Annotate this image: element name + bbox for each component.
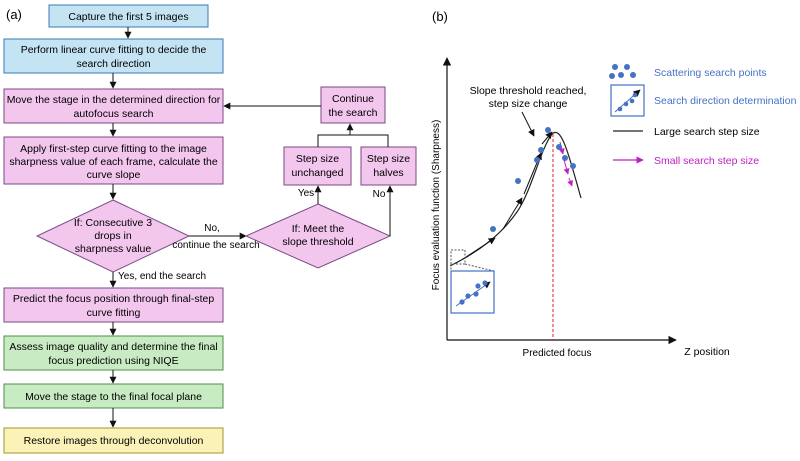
arrow-unchanged-continue [317,123,354,147]
legend-direction-label: Search direction determination [654,95,797,107]
legend-large-step-label: Large search step size [654,126,760,138]
step-size-unchanged: Step size unchanged [283,146,352,186]
edge-no: No, [204,223,220,234]
step-linear-fit-line-2: search direction [76,58,150,70]
legend-scatter-icon [609,64,636,79]
legend-direction-icon [610,84,645,117]
step-assess-quality: Assess image quality and determine the f… [3,335,224,371]
y-axis-label: Focus evaluation function (Sharpness) [431,120,442,291]
sharpness-curve [449,131,582,267]
step-continue-search: Continue the search [320,86,386,124]
step-restore-text: Restore images through deconvolution [24,435,204,447]
arrow-halves-continue [350,134,389,147]
x-axis-label: Z position [684,346,730,358]
step-move-stage-line-1: Move the stage in the determined directi… [7,94,221,106]
step-halves-line-2: halves [373,167,403,179]
legend-small-step-label: Small search step size [654,155,759,167]
search-point [538,147,544,153]
step-predict-focus: Predict the focus position through final… [3,287,224,323]
decision-drops-line-2: drops in [94,230,132,242]
search-point [490,226,496,232]
edge-no-halves: No [373,189,386,200]
annotation-line-2: step size change [489,98,568,110]
annotation-arrow [521,111,535,137]
step-first-fit-line-2: sharpness value of each frame, calculate… [9,156,218,168]
large-step-arrow-1 [462,237,496,260]
large-step-arrow-2 [502,197,523,230]
step-assess-line-1: Assess image quality and determine the f… [9,341,217,353]
continue-line-2: the search [328,107,377,119]
panel-b-label: (b) [432,9,448,24]
legend-scatter-label: Scattering search points [654,67,767,79]
small-step-arrow-2 [563,159,570,175]
step-halves-line-1: Step size [367,153,410,165]
search-point [545,127,551,133]
step-first-step-fit: Apply first-step curve fitting to the im… [3,136,224,185]
panel-a-label: (a) [6,7,22,22]
direction-inset [450,270,495,314]
step-assess-line-2: focus prediction using NIQE [48,355,178,367]
decision-drops-line-3: sharpness value [75,243,152,255]
inset-point [473,291,479,297]
inset-point [465,293,471,299]
step-restore: Restore images through deconvolution [3,427,224,454]
search-point [556,144,562,150]
large-step-arrow-4 [541,131,553,145]
predicted-focus-label: Predicted focus [523,348,592,359]
step-linear-fit-line-1: Perform linear curve fitting to decide t… [21,44,207,56]
step-move-stage: Move the stage in the determined directi… [3,88,224,124]
step-move-final: Move the stage to the final focal plane [3,383,224,409]
search-point [562,155,568,161]
edge-yes-end: Yes, end the search [118,271,206,282]
small-step-arrow-3 [567,177,573,187]
step-size-halves: Step size halves [360,146,417,186]
step-capture-text: Capture the first 5 images [68,11,188,23]
step-unchanged-line-1: Step size [296,153,339,165]
decision-drops-line-1: If: Consecutive 3 [74,217,152,229]
step-capture: Capture the first 5 images [48,4,209,28]
search-point [570,163,576,169]
search-point [534,157,540,163]
decision-slope-line-2: slope threshold [282,236,353,248]
step-linear-fit: Perform linear curve fitting to decide t… [3,38,224,74]
edge-continue-search: continue the search [172,240,259,251]
step-predict-line-1: Predict the focus position through final… [13,293,215,305]
step-move-final-text: Move the stage to the final focal plane [25,391,202,403]
step-unchanged-line-2: unchanged [292,167,344,179]
search-points [490,127,576,232]
decision-consecutive-drops: If: Consecutive 3 drops in sharpness val… [35,199,191,273]
inset-point [459,299,465,305]
inset-source-box [450,249,466,265]
inset-connector-2 [464,263,495,272]
step-first-fit-line-3: curve slope [87,169,141,181]
annotation-line-1: Slope threshold reached, [470,85,587,97]
inset-point [475,283,481,289]
edge-yes: Yes [298,188,314,199]
decision-slope-line-1: If: Meet the [292,223,345,235]
step-move-stage-line-2: autofocus search [74,108,154,120]
search-point [515,178,521,184]
step-predict-line-2: curve fitting [87,307,141,319]
step-first-fit-line-1: Apply first-step curve fitting to the im… [20,143,207,155]
legend: Scattering search points Search directio… [609,64,797,167]
decision-slope-threshold: If: Meet the slope threshold [244,203,392,269]
inset-point [482,280,488,286]
continue-line-1: Continue [332,93,374,105]
